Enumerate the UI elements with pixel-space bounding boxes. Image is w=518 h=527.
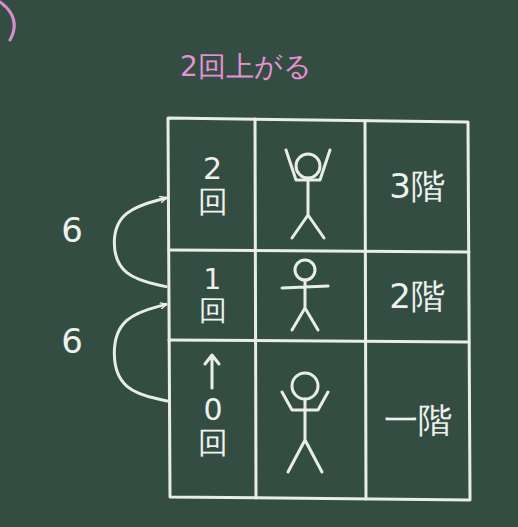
curved-arrow bbox=[114, 304, 167, 401]
edge-label: 6 bbox=[61, 210, 83, 250]
stick-figure bbox=[286, 150, 330, 238]
floor-cell: 3階 bbox=[366, 122, 468, 251]
table-outline bbox=[168, 118, 470, 500]
table-column-line bbox=[365, 121, 366, 499]
table-column-line bbox=[255, 119, 256, 498]
count-text: 0回 bbox=[198, 393, 228, 459]
title: 2回上がる bbox=[180, 48, 312, 86]
stick-figure bbox=[282, 373, 328, 472]
count-cell: 0回 bbox=[171, 341, 255, 496]
table-row-line bbox=[169, 340, 469, 342]
up-arrow-symbol bbox=[205, 355, 219, 388]
floor-text: 2階 bbox=[389, 274, 445, 320]
floor-cell: 2階 bbox=[366, 253, 468, 341]
count-text: 1回 bbox=[199, 265, 227, 327]
count-cell: 1回 bbox=[170, 251, 255, 340]
count-text: 2回 bbox=[198, 152, 228, 218]
table-row-line bbox=[169, 250, 469, 252]
floor-text: 3階 bbox=[389, 164, 445, 210]
pink-chalk-mark bbox=[0, 2, 14, 40]
floor-cell: 一階 bbox=[367, 343, 468, 498]
floor-text: 一階 bbox=[384, 398, 452, 444]
edge-label: 6 bbox=[61, 321, 83, 361]
curved-arrow bbox=[114, 198, 166, 287]
stick-figure bbox=[282, 260, 328, 330]
count-cell: 2回 bbox=[170, 120, 255, 250]
